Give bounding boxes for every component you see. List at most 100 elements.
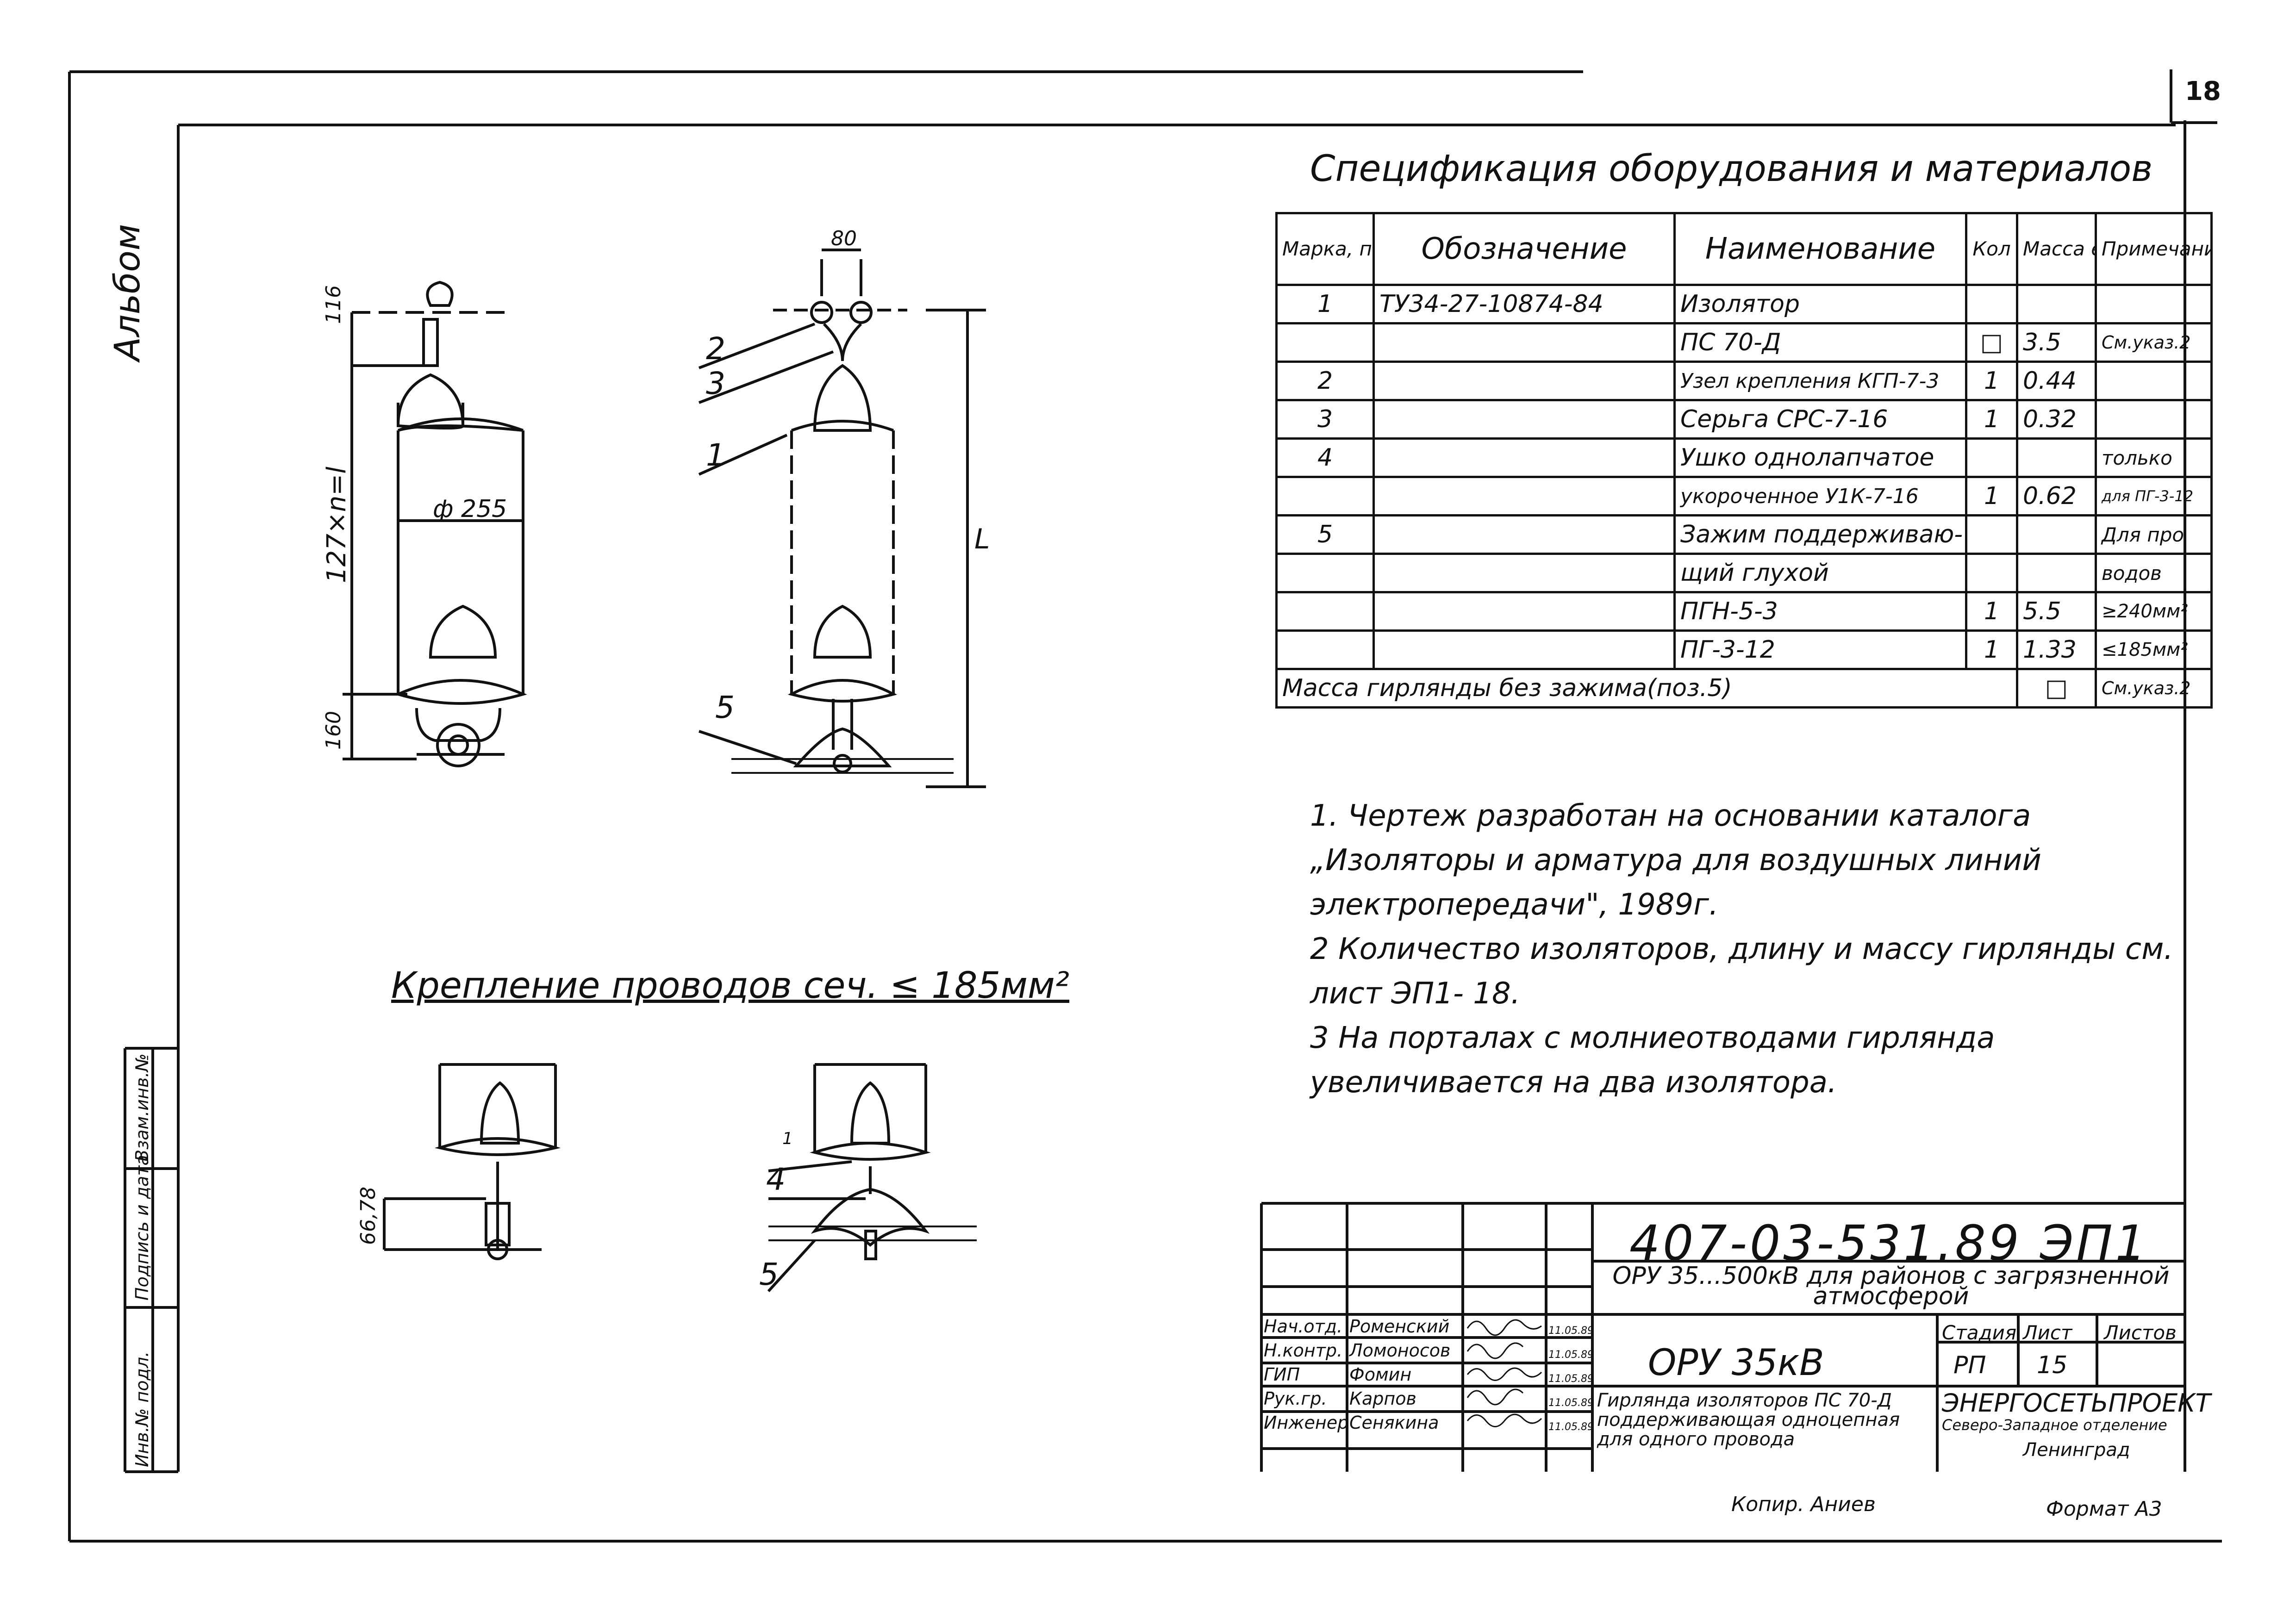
org-name: ЭНЕРГОСЕТЬПРОЕКТ [1942,1388,2211,1418]
sheet-label: Лист [2023,1321,2072,1344]
stage-value: РП [1953,1351,1986,1379]
fixing-detail-left [383,1063,561,1260]
position-label: 2 [706,331,725,367]
copied-label: Копир. Аниев [1731,1493,1876,1516]
people-dates: 11.05.89 11.05.89 11.05.89 11.05.89 11.0… [1548,1319,1594,1439]
spec-cell [2016,284,2097,324]
table-row: 2 Узел крепления КГП-7-3 1 0.44 [1275,361,2213,401]
table-row: щий глухой водов [1275,553,2213,593]
spec-cell [1275,629,1375,670]
spec-cell: 1 [1965,476,2018,516]
spec-cell [1373,399,1676,440]
table-row: 5 Зажим поддерживаю- Для про [1275,514,2213,555]
spec-header-mark: Марка, поз. [1275,212,1375,286]
note-2: 2 Количество изоляторов, длину и массу г… [1310,932,2173,1011]
table-total-row: Масса гирлянды без зажима(поз.5) □ См.ук… [1275,668,2213,709]
object-title: ОРУ 35кВ [1648,1342,1824,1384]
spec-cell: 1 [1965,399,2018,440]
person-date: 11.05.89 [1548,1325,1594,1337]
spec-cell [1373,322,1676,363]
spec-cell [1275,476,1375,516]
spec-cell: ПС 70-Д [1673,322,1967,363]
spec-cell: для ПГ-3-12 [2095,476,2213,516]
spec-header-row: Марка, поз. Обозначение Наименование Кол… [1275,212,2213,286]
notes: 1. Чертеж разработан на основании катало… [1310,794,2217,1105]
person-date: 11.05.89 [1548,1397,1594,1409]
note-1: 1. Чертеж разработан на основании катало… [1310,799,2041,922]
position-label: 5 [759,1257,779,1292]
people-names: Роменский Ломоносов Фомин Карпов Сенякин… [1349,1314,1450,1435]
spec-cell: 1 [1965,629,2018,670]
dim-66: 66,78 [356,1187,380,1245]
spec-header-qty: Кол [1965,212,2018,286]
side-stamp-label: Подпись и дата [132,1155,152,1300]
spec-cell [2016,514,2097,555]
dim-diameter: ф 255 [433,495,507,523]
spec-cell: 3 [1275,399,1375,440]
spec-cell: ТУ34-27-10874-84 [1373,284,1676,324]
insulator-string-side-view [698,249,986,788]
album-label: Альбом [106,224,148,361]
spec-cell [1373,514,1676,555]
spec-cell: См.указ.2 [2095,322,2213,363]
dim-bottom: 160 [322,711,345,750]
spec-cell: 0.44 [2016,361,2097,401]
spec-cell: 4 [1275,437,1375,478]
person-name: Сенякина [1349,1412,1439,1433]
person-role: Рук.гр. [1264,1388,1327,1409]
sheet-title: Гирлянда изоляторов ПС 70-Д поддерживающ… [1597,1390,1900,1450]
person-role: Н.контр. [1264,1340,1343,1361]
spec-cell [1373,629,1676,670]
format-label: Формат А3 [2046,1497,2162,1521]
spec-cell: ≥240мм² [2095,591,2213,632]
org-city: Ленинград [2023,1439,2130,1461]
spec-header-note: Примечание [2095,212,2213,286]
spec-cell: 5 [1275,514,1375,555]
spec-cell [2016,553,2097,593]
spec-header-name: Наименование [1673,212,1967,286]
person-name: Роменский [1349,1316,1450,1337]
spec-cell: Зажим поддерживаю- [1673,514,1967,555]
position-label: 3 [706,366,725,401]
table-row: 1 ТУ34-27-10874-84 Изолятор [1275,284,2213,324]
spec-cell: 3.5 [2016,322,2097,363]
spec-header-mass: Масса ед.кг [2016,212,2097,286]
spec-cell [1965,284,2018,324]
person-role: Нач.отд. [1264,1316,1343,1337]
spec-total-label: Масса гирлянды без зажима(поз.5) [1275,668,2018,709]
table-row: ПГ-3-12 1 1.33 ≤185мм² [1275,629,2213,670]
spec-cell: Изолятор [1673,284,1967,324]
person-name: Ломоносов [1349,1340,1451,1361]
person-name: Карпов [1349,1388,1416,1409]
spec-cell [1373,591,1676,632]
spec-cell: щий глухой [1673,553,1967,593]
spec-cell: □ [1965,322,2018,363]
spec-cell [2095,361,2213,401]
person-date: 11.05.89 [1548,1373,1594,1385]
spec-cell: ПГН-5-3 [1673,591,1967,632]
spec-cell: 2 [1275,361,1375,401]
spec-cell [2095,284,2213,324]
sheets-label: Листов [2104,1321,2177,1344]
spec-cell [2095,399,2213,440]
person-role: ГИП [1264,1364,1300,1385]
spec-cell: только [2095,437,2213,478]
position-label: 4 [766,1162,786,1197]
spec-cell: 1 [1275,284,1375,324]
spec-cell: водов [2095,553,2213,593]
insulator-string-front-view [343,280,527,767]
position-label: 5 [715,690,735,725]
spec-cell [1965,553,2018,593]
spec-cell [2016,437,2097,478]
spec-cell [1373,553,1676,593]
dim-L: L [974,523,990,555]
person-date: 11.05.89 [1548,1421,1594,1433]
org-branch: Северо-Западное отделение [1942,1416,2167,1434]
table-row: ПС 70-Д □ 3.5 См.указ.2 [1275,322,2213,363]
spec-cell: ≤185мм² [2095,629,2213,670]
spec-cell: 1 [1965,361,2018,401]
spec-cell: Узел крепления КГП-7-3 [1673,361,1967,401]
spec-cell [1275,553,1375,593]
fixing-title: Крепление проводов сеч. ≤ 185мм² [391,965,1070,1007]
table-row: 4 Ушко однолапчатое только [1275,437,2213,478]
